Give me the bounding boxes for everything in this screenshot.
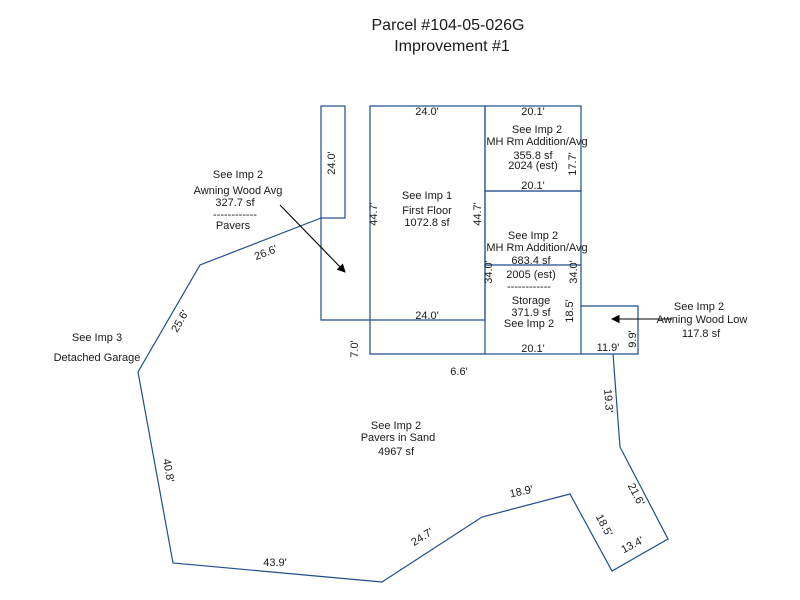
rm-top-ref: See Imp 2 <box>512 124 562 136</box>
outline-group <box>137 105 669 583</box>
dim-pav-43-9: 43.9' <box>263 557 287 569</box>
awning-avg-sub: Pavers <box>216 220 251 232</box>
dim-bottom-24: 24.0' <box>415 310 439 322</box>
dim-left-44-7: 44.7' <box>368 202 380 226</box>
rm-top-year: 2024 (est) <box>508 160 558 172</box>
dim-top-24: 24.0' <box>415 106 439 118</box>
dim-right-18-5: 18.5' <box>564 299 576 323</box>
dim-pav-18-9: 18.9' <box>509 484 534 501</box>
pavers-sand-name: Pavers in Sand <box>361 432 436 444</box>
awning-avg-ref: See Imp 2 <box>213 169 263 181</box>
garage-ref: See Imp 3 <box>72 332 122 344</box>
pavers-sand-outline <box>137 217 669 583</box>
dim-side-24: 24.0' <box>326 151 338 175</box>
imp1-area: 1072.8 sf <box>404 217 450 229</box>
dim-left-34: 34.0' <box>483 260 495 284</box>
awning-low-name: Awning Wood Low <box>657 314 748 326</box>
rm-addition-top-outline <box>484 105 582 192</box>
rm-top-name: MH Rm Addition/Avg <box>486 136 587 148</box>
dim-mid-44-7: 44.7' <box>472 202 484 226</box>
dim-mid-20-1: 20.1' <box>521 180 545 192</box>
rm-mid-area: 683.4 sf <box>511 255 551 267</box>
rm-mid-ref: See Imp 2 <box>508 230 558 242</box>
dim-right-34: 34.0' <box>568 260 580 284</box>
awning-avg-name: Awning Wood Avg <box>194 185 283 197</box>
pavers-sand-area: 4967 sf <box>378 446 415 458</box>
dim-pav-13-4: 13.4' <box>619 535 645 557</box>
rm-mid-name: MH Rm Addition/Avg <box>486 242 587 254</box>
storage-area: 371.9 sf <box>511 307 551 319</box>
dim-awn-9-9: 9.9' <box>627 330 639 347</box>
dim-pav-19-3: 19.3' <box>601 389 615 413</box>
awning-low-ref: See Imp 2 <box>674 301 724 313</box>
imp1-name: First Floor <box>402 205 452 217</box>
rm-mid-year: 2005 (est) <box>506 269 556 281</box>
title-line-2: Improvement #1 <box>394 38 510 55</box>
awning-outline <box>320 218 370 321</box>
dim-pav-40-8: 40.8' <box>160 458 176 483</box>
pavers-sand-ref: See Imp 2 <box>371 420 421 432</box>
awning-low-outline <box>581 305 639 355</box>
awning-avg-divider: ------------ <box>213 209 257 221</box>
storage-ref: See Imp 2 <box>504 318 554 330</box>
dim-bottom-20-1: 20.1' <box>521 343 545 355</box>
awning-avg-arrow <box>279 204 346 273</box>
narrow-strip-outline <box>320 105 346 219</box>
awning-low-area: 117.8 sf <box>682 328 721 340</box>
imp1-ref: See Imp 1 <box>402 190 452 202</box>
dim-left-7-0: 7.0' <box>349 340 361 357</box>
dim-pav-26-6: 26.6' <box>253 243 279 263</box>
storage-name: Storage <box>512 295 551 307</box>
dim-gap-6-6: 6.6' <box>450 366 467 378</box>
dim-pav-24-7: 24.7' <box>409 526 435 549</box>
dim-pav-21-6: 21.6' <box>625 481 647 507</box>
rm-top-area: 355.8 sf <box>513 150 553 162</box>
dim-right-17-7: 17.7' <box>567 152 579 176</box>
rm-addition-mid-outline <box>484 190 582 355</box>
dim-pav-18-5: 18.5' <box>593 512 615 538</box>
dim-awn-11-9: 11.9' <box>597 342 620 354</box>
awning-avg-area: 327.7 sf <box>215 197 255 209</box>
rm-mid-divider: ------------ <box>507 281 551 293</box>
title-line-1: Parcel #104-05-026G <box>372 17 525 34</box>
lower-extension-outline <box>369 320 485 355</box>
garage-name: Detached Garage <box>54 352 141 364</box>
dim-top-20-1: 20.1' <box>521 106 545 118</box>
